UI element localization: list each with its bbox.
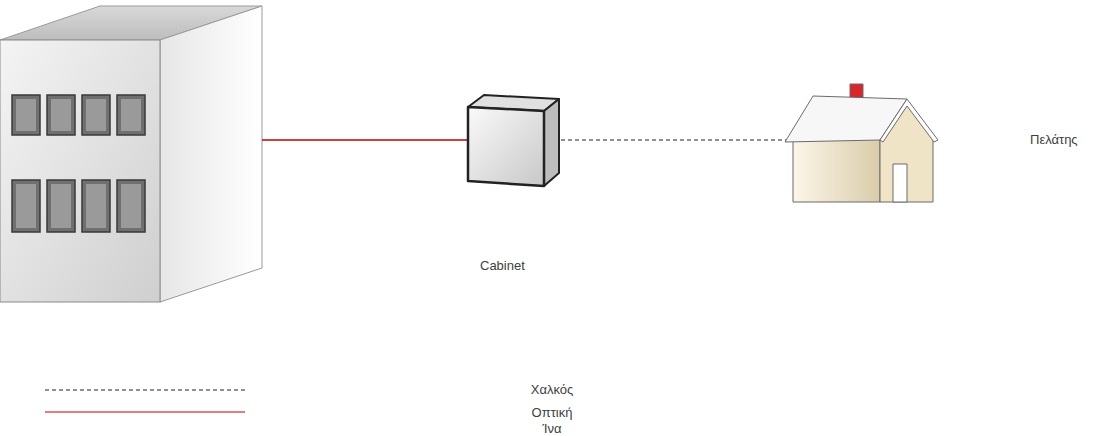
legend-line: [45, 411, 245, 412]
customer-label: Πελάτης: [1030, 132, 1078, 148]
house-door: [893, 164, 907, 202]
window: [82, 180, 110, 232]
exchange-building: [0, 6, 262, 302]
window: [117, 180, 145, 232]
legend-text: Οπτική Ίνα: [522, 405, 582, 436]
legend-line: [45, 389, 245, 390]
window: [12, 95, 40, 135]
cabinet-front: [468, 107, 544, 186]
cabinet-label: Cabinet: [480, 258, 525, 274]
customer-house: Πελάτης: [785, 82, 940, 207]
window-pane: [16, 99, 36, 131]
window-pane: [16, 184, 36, 228]
window-pane: [86, 99, 106, 131]
copper-line: [561, 139, 793, 140]
window-pane: [86, 184, 106, 228]
window-pane: [121, 99, 141, 131]
cabinet-side: [544, 99, 559, 186]
legend-text: Χαλκός: [522, 382, 582, 398]
window-pane: [51, 184, 71, 228]
legend-swatch: [0, 0, 260, 436]
window-pane: [121, 184, 141, 228]
house-wall: [793, 137, 880, 202]
legend-swatch: [0, 0, 260, 436]
house-icon: [785, 82, 940, 207]
window-pane: [51, 99, 71, 131]
cabinet-node: Cabinet: [466, 93, 561, 189]
window: [117, 95, 145, 135]
cabinet-icon: [466, 93, 561, 189]
fiber-line: [262, 139, 467, 140]
house-roof: [785, 96, 907, 142]
window: [82, 95, 110, 135]
window: [47, 180, 75, 232]
window: [47, 95, 75, 135]
window: [12, 180, 40, 232]
roof-edge: [880, 99, 938, 142]
